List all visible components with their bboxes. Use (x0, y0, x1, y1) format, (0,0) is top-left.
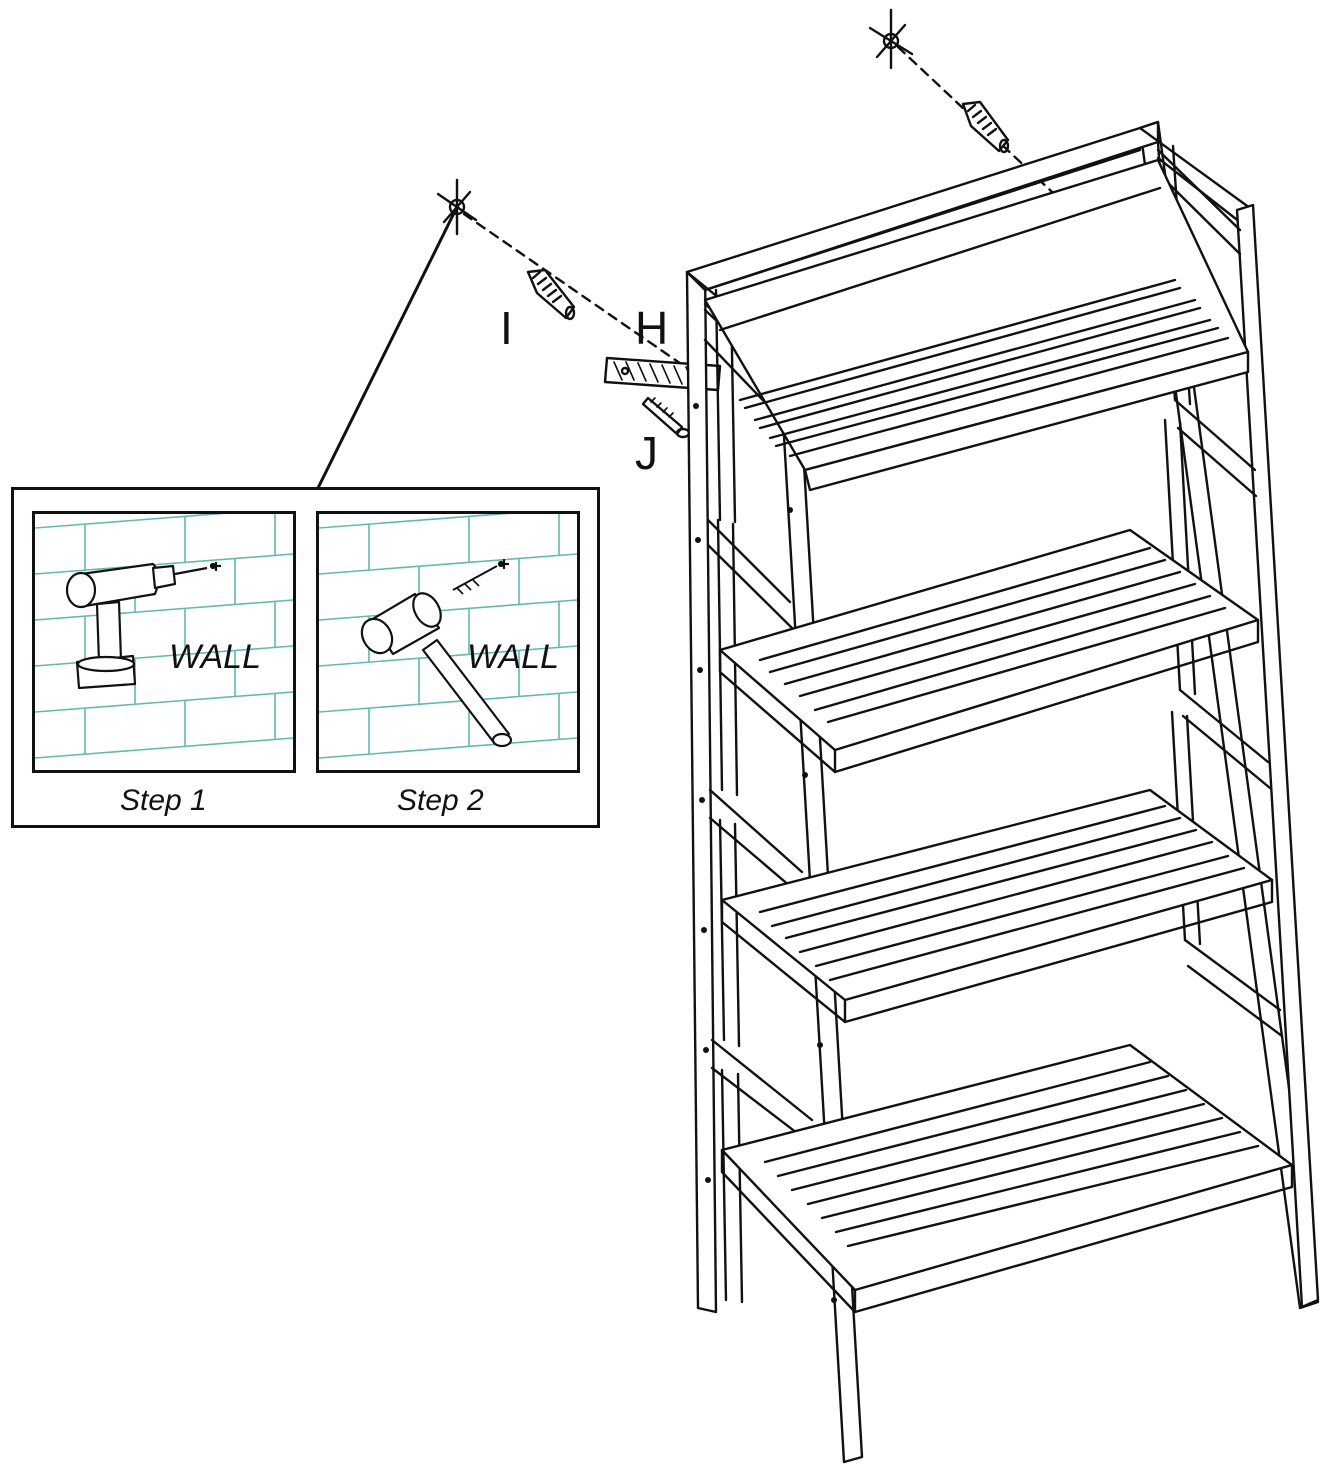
hammer-icon (360, 559, 513, 748)
shelf-1 (703, 158, 1250, 492)
wall-label: WALL (467, 638, 559, 676)
shelf-3 (720, 788, 1274, 1024)
shelf-4 (720, 1043, 1294, 1314)
drill-icon (65, 562, 221, 690)
shelf-2 (718, 528, 1260, 774)
step2-panel: WALL (316, 511, 580, 773)
part-label-j: J (635, 427, 658, 479)
step1-caption: Step 1 (120, 784, 207, 817)
drill-mark-icon (868, 8, 914, 70)
part-label-i: I (500, 302, 513, 354)
step1-panel: WALL (32, 511, 296, 773)
part-label-h: H (635, 302, 669, 354)
wall-anchor-icon (526, 268, 576, 321)
brick-wall (319, 514, 577, 759)
wall-anchor-icon (961, 100, 1010, 154)
brick-wall (35, 514, 293, 759)
wall-label: WALL (169, 638, 261, 676)
step2-caption: Step 2 (397, 784, 484, 817)
screw-icon (641, 396, 691, 439)
